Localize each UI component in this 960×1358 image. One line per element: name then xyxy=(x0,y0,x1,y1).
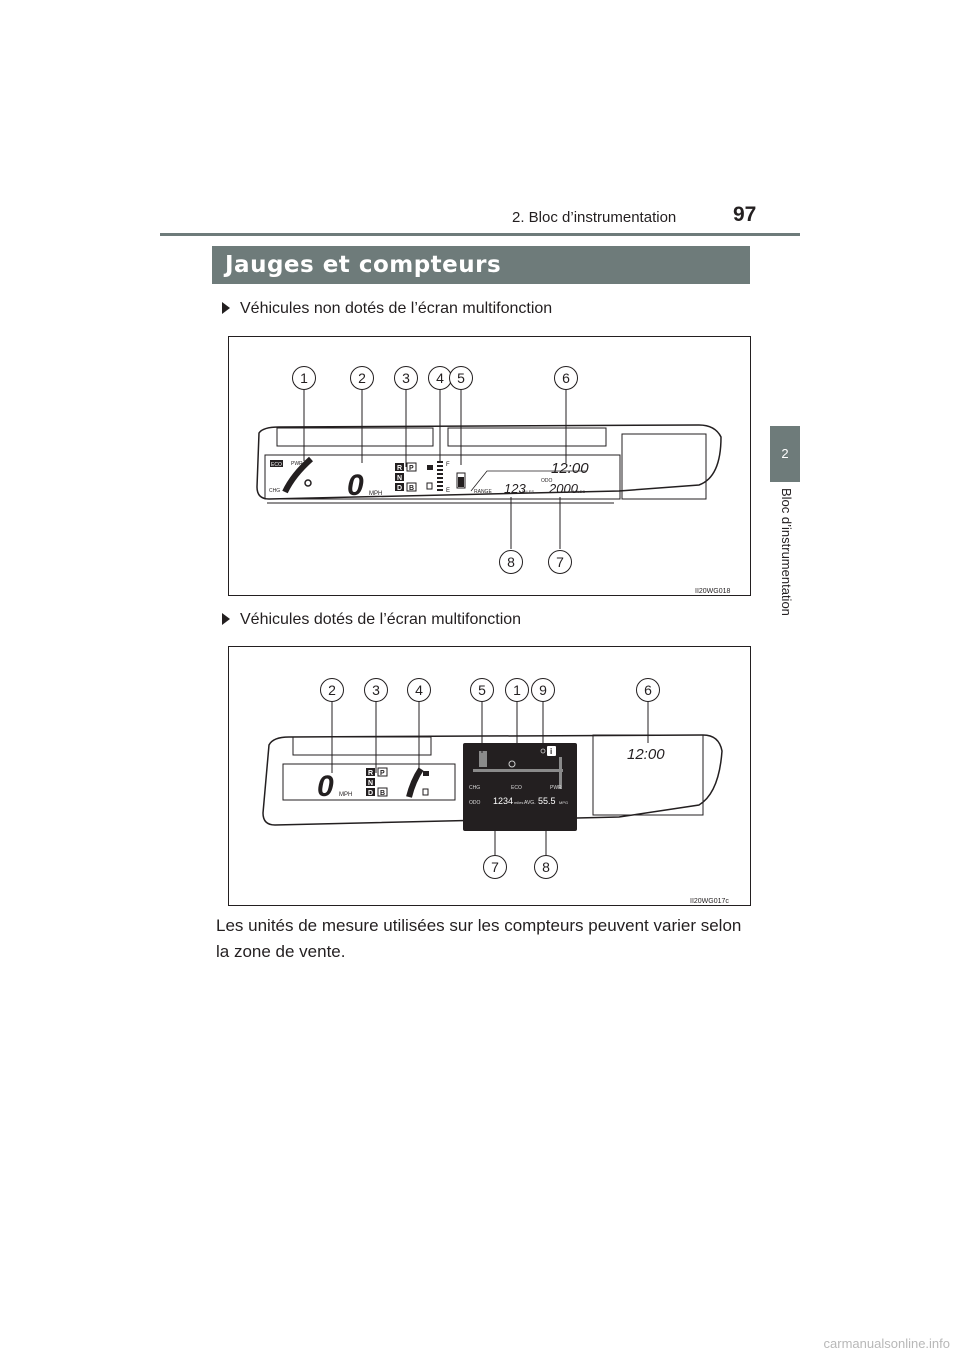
callout-5: 5 xyxy=(449,366,473,390)
section-title: Jauges et compteurs xyxy=(225,252,502,278)
odo-label: ODO xyxy=(541,478,553,484)
fuel-pump-icon-3 xyxy=(423,771,429,776)
callout-4b: 4 xyxy=(407,678,431,702)
pwr-label: PWR xyxy=(291,461,303,467)
fuel-gauge-arc xyxy=(406,767,424,798)
multi-info-display xyxy=(463,743,577,831)
callout-1: 1 xyxy=(292,366,316,390)
gear-b: B xyxy=(409,485,414,492)
cluster-basic-illustration: ECO PWR CHG 0 MPH R P N D B xyxy=(256,387,731,595)
chg-label: CHG xyxy=(269,488,280,494)
avg-value: 55.5 xyxy=(538,796,556,806)
section-title-bar: Jauges et compteurs xyxy=(212,246,750,284)
gear-d-2: D xyxy=(368,790,373,797)
range-label: RANGE xyxy=(474,489,492,495)
callout-1b: 1 xyxy=(505,678,529,702)
odo-label-2: ODO xyxy=(469,800,481,806)
callout-9b: 9 xyxy=(531,678,555,702)
callout-7b: 7 xyxy=(483,855,507,879)
eco-label-2: ECO xyxy=(511,785,522,791)
callout-2b: 2 xyxy=(320,678,344,702)
fuel-pump-icon xyxy=(427,465,433,470)
gear-indicator: R P N D B xyxy=(395,462,417,492)
hybrid-bar xyxy=(473,769,563,772)
speed-value-2: 0 xyxy=(317,770,334,803)
clock-2: 12:00 xyxy=(627,746,665,763)
gear-indicator-2: R P N D B xyxy=(366,767,388,797)
triangle-bullet-icon xyxy=(222,613,230,625)
avg-unit: MPG xyxy=(559,800,568,805)
gear-n-2: N xyxy=(368,780,373,787)
gear-n: N xyxy=(397,475,402,482)
odo-value: 2000 xyxy=(548,481,579,496)
callout-6: 6 xyxy=(554,366,578,390)
chapter-label: Bloc d’instrumentation xyxy=(779,488,794,616)
ready-car-icon xyxy=(304,479,312,487)
figure2-code: II20WG017c xyxy=(690,898,729,905)
info-icon: i xyxy=(550,747,552,756)
speed-unit-2: MPH xyxy=(339,792,352,798)
header-rule xyxy=(160,233,800,236)
range-unit: MILES xyxy=(522,489,534,494)
gear-b-2: B xyxy=(380,790,385,797)
gear-r: R xyxy=(397,465,402,472)
chapter-label-wrap: Bloc d’instrumentation xyxy=(772,488,802,638)
callout-8: 8 xyxy=(499,550,523,574)
variant-heading-2-text: Véhicules dotés de l’écran multifonction xyxy=(240,611,522,628)
callout-6b: 6 xyxy=(636,678,660,702)
callout-5b: 5 xyxy=(470,678,494,702)
figure-cluster-basic: ECO PWR CHG 0 MPH R P N D B xyxy=(228,336,751,596)
chg-label-2: CHG xyxy=(469,785,480,791)
fuel-full: F xyxy=(446,462,450,468)
callout-4: 4 xyxy=(428,366,452,390)
page-number: 97 xyxy=(733,203,757,226)
cluster-multi-illustration: 0 MPH R P N D B i CHG ECO PWR ODO 1234 xyxy=(262,699,729,905)
fuel-gauge-bars xyxy=(437,461,443,491)
gear-p-2: P xyxy=(380,770,385,777)
callout-7: 7 xyxy=(548,550,572,574)
variant-heading-2: Véhicules dotés de l’écran multifonction xyxy=(222,611,521,629)
fuel-pump-icon-4 xyxy=(422,788,429,796)
figure1-code: II20WG018 xyxy=(695,588,731,595)
triangle-bullet-icon xyxy=(222,302,230,314)
figure-cluster-multi: 0 MPH R P N D B i CHG ECO PWR ODO 1234 xyxy=(228,646,751,906)
watermark: carmanualsonline.info xyxy=(823,1336,950,1351)
odo-unit: MILES xyxy=(573,489,585,494)
measurement-note: Les unités de mesure utilisées sur les c… xyxy=(216,916,742,961)
range-value: 123 xyxy=(504,481,526,496)
fuel-empty: E xyxy=(446,488,450,494)
clock: 12:00 xyxy=(551,460,589,477)
odo-unit-2: miles xyxy=(514,800,523,805)
speed-unit: MPH xyxy=(369,491,382,497)
gear-p: P xyxy=(409,465,414,472)
variant-heading-1: Véhicules non dotés de l’écran multifonc… xyxy=(222,300,552,318)
callout-8b: 8 xyxy=(534,855,558,879)
odo-value-2: 1234 xyxy=(493,796,513,806)
section-header: 2. Bloc d’instrumentation xyxy=(512,209,677,226)
callout-3b: 3 xyxy=(364,678,388,702)
eco-label: ECO xyxy=(271,462,282,468)
fuel-pump-icon-2 xyxy=(426,482,433,490)
battery-icon xyxy=(458,477,464,487)
pwr-label-2: PWR xyxy=(550,785,562,791)
gear-r-2: R xyxy=(368,770,373,777)
chapter-tab[interactable]: 2 xyxy=(770,426,800,482)
callout-3: 3 xyxy=(394,366,418,390)
avg-label: AVG. xyxy=(524,800,536,806)
speed-value: 0 xyxy=(347,469,364,502)
callout-2: 2 xyxy=(350,366,374,390)
gear-d: D xyxy=(397,485,402,492)
variant-heading-1-text: Véhicules non dotés de l’écran multifonc… xyxy=(240,300,553,317)
ready-car-icon-2 xyxy=(508,760,516,768)
battery-icon-2 xyxy=(479,751,487,767)
